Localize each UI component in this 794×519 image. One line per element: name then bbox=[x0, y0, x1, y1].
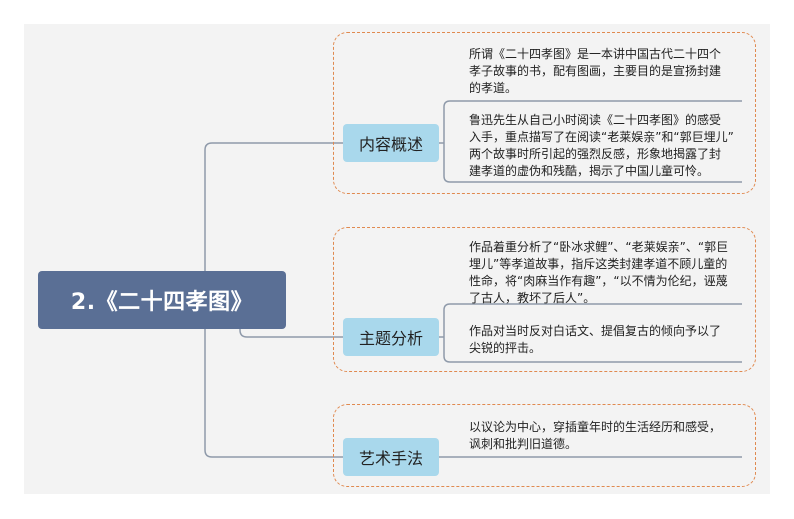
connector-topic-2 bbox=[239, 300, 343, 338]
note-theme-analysis-2[interactable]: 作品对当时反对白话文、提倡复古的倾向予以了 尖锐的抨击。 bbox=[469, 324, 722, 355]
note-theme-analysis-1[interactable]: 作品着重分析了“卧冰求鲤”、“老莱娱亲”、“郭巨 埋儿”等孝道故事，指斥这类封建… bbox=[469, 240, 729, 305]
topic-node-theme-analysis[interactable]: 主题分析 bbox=[343, 318, 439, 356]
group-frame-3 bbox=[333, 404, 756, 487]
topic-node-artistic-technique[interactable]: 艺术手法 bbox=[343, 438, 439, 476]
note-content-overview-1[interactable]: 所谓《二十四孝图》是一本讲中国古代二十四个 孝子故事的书，配有图画，主要目的是宣… bbox=[469, 47, 722, 95]
connector-topic-1 bbox=[204, 142, 343, 300]
root-node[interactable]: 2.《二十四孝图》 bbox=[38, 271, 286, 329]
topic-node-content-overview[interactable]: 内容概述 bbox=[343, 124, 439, 162]
group-frame-2 bbox=[333, 227, 756, 372]
note-content-overview-2[interactable]: 鲁迅先生从自己小时阅读《二十四孝图》的感受 入手，重点描写了在阅读“老莱娱亲”和… bbox=[469, 113, 734, 178]
connector-branch-2 bbox=[438, 303, 742, 363]
connector-branch-1 bbox=[438, 100, 742, 183]
note-artistic-technique-1[interactable]: 以议论为中心，穿插童年时的生活经历和感受， 讽刺和批判旧道德。 bbox=[469, 420, 722, 451]
mindmap-canvas bbox=[24, 24, 770, 494]
connector-topic-3 bbox=[204, 300, 343, 458]
group-frame-1 bbox=[333, 32, 756, 194]
